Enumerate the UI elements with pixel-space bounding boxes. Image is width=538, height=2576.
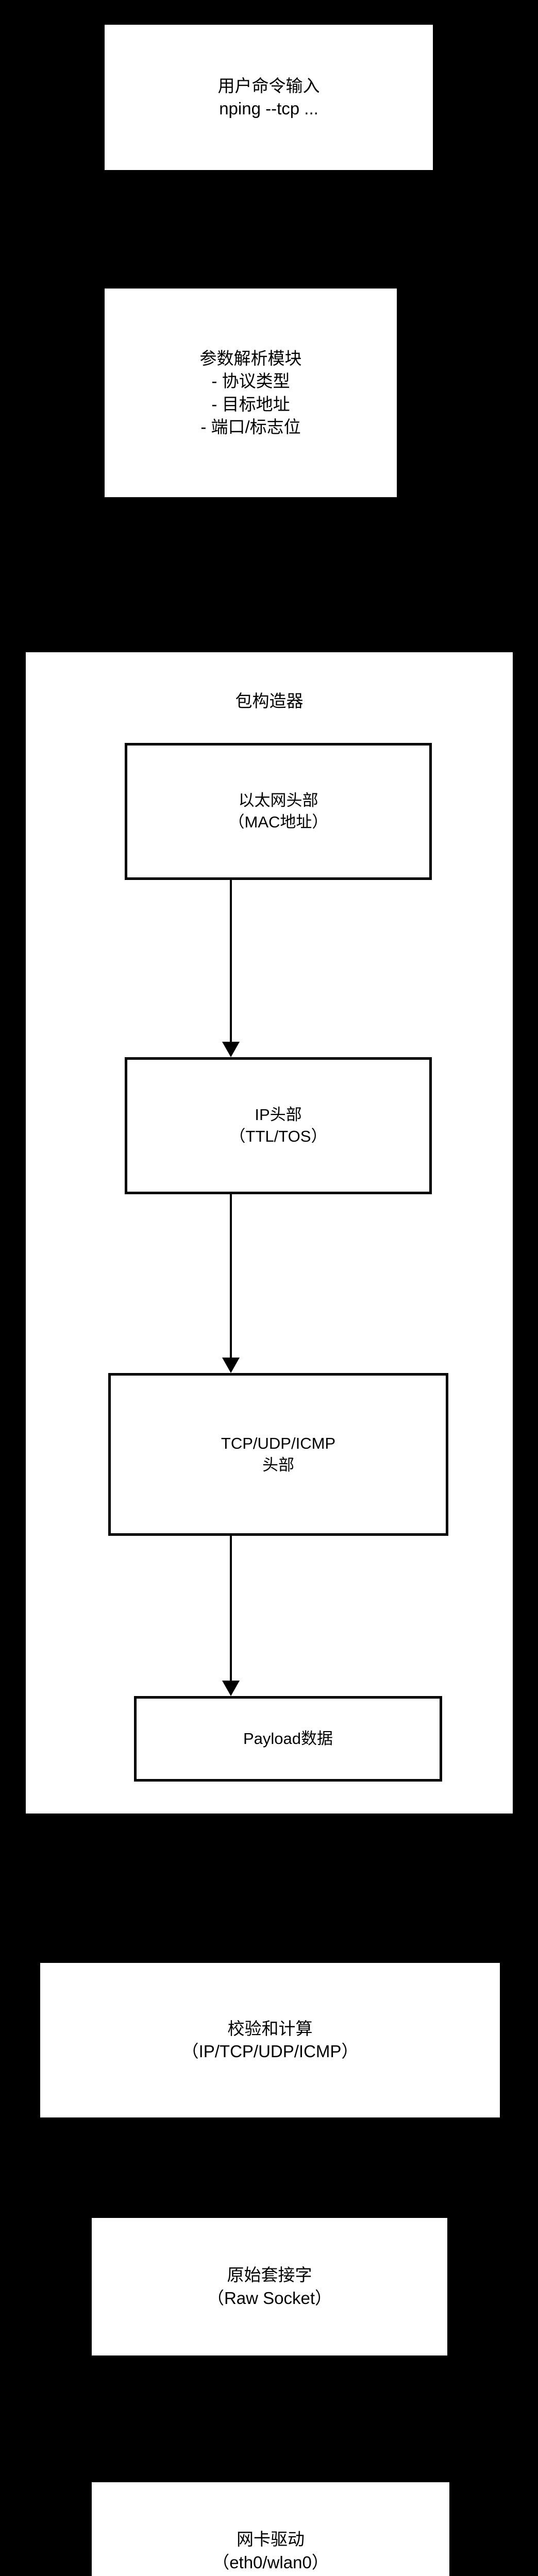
node-transport-header-line-1: TCP/UDP/ICMP: [221, 1434, 336, 1453]
node-user-command-line-1: 用户命令输入: [217, 76, 320, 95]
node-raw-socket: 原始套接字 （Raw Socket）: [92, 2218, 447, 2355]
node-user-command: 用户命令输入 nping --tcp ...: [105, 25, 433, 170]
node-transport-header-line-2: 头部: [262, 1456, 294, 1474]
node-ethernet-header-line-2: （MAC地址）: [228, 813, 328, 831]
node-arg-parser-line-3: - 目标地址: [211, 394, 290, 414]
node-packet-builder-title: 包构造器: [235, 691, 304, 710]
node-checksum: 校验和计算 （IP/TCP/UDP/ICMP）: [40, 1963, 500, 2117]
node-arg-parser-line-2: - 协议类型: [211, 371, 290, 391]
node-checksum-line-1: 校验和计算: [227, 2019, 313, 2038]
node-arg-parser-line-4: - 端口/标志位: [200, 417, 301, 436]
node-ip-header-line-2: （TTL/TOS）: [229, 1127, 327, 1145]
node-ip-header: IP头部 （TTL/TOS）: [125, 1057, 432, 1194]
node-raw-socket-line-2: （Raw Socket）: [207, 2288, 332, 2308]
node-arg-parser-line-1: 参数解析模块: [199, 349, 302, 368]
node-raw-socket-line-1: 原始套接字: [227, 2265, 312, 2285]
node-payload: Payload数据: [134, 1696, 442, 1782]
node-transport-header: TCP/UDP/ICMP 头部: [108, 1373, 448, 1536]
node-checksum-line-2: （IP/TCP/UDP/ICMP）: [181, 2042, 359, 2061]
node-ethernet-header: 以太网头部 （MAC地址）: [125, 743, 432, 880]
node-nic-driver: 网卡驱动 （eth0/wlan0）: [92, 2482, 449, 2576]
node-payload-line-1: Payload数据: [243, 1730, 333, 1748]
node-nic-driver-line-2: （eth0/wlan0）: [212, 2552, 329, 2572]
node-arg-parser: 参数解析模块 - 协议类型 - 目标地址 - 端口/标志位: [105, 289, 397, 497]
node-nic-driver-line-1: 网卡驱动: [237, 2530, 305, 2549]
node-packet-builder-group: 包构造器 以太网头部 （MAC地址） IP头部 （TTL/TOS） TCP/UD…: [26, 652, 513, 1814]
node-ip-header-line-1: IP头部: [255, 1106, 302, 1124]
node-user-command-line-2: nping --tcp ...: [219, 99, 318, 118]
node-ethernet-header-line-1: 以太网头部: [238, 791, 318, 810]
